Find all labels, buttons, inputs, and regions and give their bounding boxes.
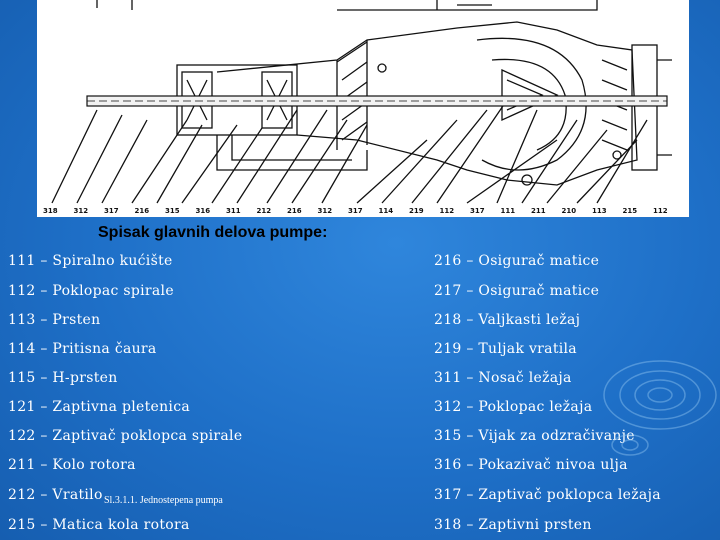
- part-callout-number: 212: [257, 207, 272, 215]
- part-entry: 121 – Zaptivna pletenica: [8, 399, 191, 415]
- ripple-decoration: [603, 360, 717, 456]
- part-callout-number: 219: [409, 207, 424, 215]
- part-callout-number: 112: [653, 207, 668, 215]
- part-entry: 215 – Matica kola rotora: [8, 517, 190, 533]
- parts-list-title: Spisak glavnih delova pumpe:: [98, 224, 328, 241]
- part-entry: 212 – Vratilo: [8, 487, 103, 503]
- part-entry: 217 – Osigurač matice: [434, 283, 600, 299]
- part-callout-number: 311: [226, 207, 241, 215]
- part-entry: 312 – Poklopac ležaja: [434, 399, 593, 415]
- part-entry: 219 – Tuljak vratila: [434, 341, 577, 357]
- part-callout-number: 317: [470, 207, 485, 215]
- part-callout-number: 210: [562, 207, 577, 215]
- part-callout-number: 315: [165, 207, 180, 215]
- figure-caption: Sl.3.1.1. Jednostepena pumpa: [104, 495, 223, 506]
- part-entry: 211 – Kolo rotora: [8, 457, 136, 473]
- part-entry: 218 – Valjkasti ležaj: [434, 312, 581, 328]
- part-entry: 122 – Zaptivač poklopca spirale: [8, 428, 243, 444]
- part-callout-number: 215: [623, 207, 638, 215]
- part-callout-number: 216: [287, 207, 302, 215]
- pump-cross-section-drawing: 318 312 317 216 315 316 311 212 216 312 317 114 219 1…: [37, 0, 689, 217]
- part-entry: 318 – Zaptivni prsten: [434, 517, 592, 533]
- part-entry: 115 – H-prsten: [8, 370, 118, 386]
- part-entry: 316 – Pokazivač nivoa ulja: [434, 457, 628, 473]
- part-callout-number: 317: [104, 207, 119, 215]
- part-entry: 111 – Spiralno kućište: [8, 253, 173, 269]
- part-callout-number: 216: [135, 207, 150, 215]
- part-callout-number: 112: [440, 207, 455, 215]
- part-entry: 112 – Poklopac spirale: [8, 283, 174, 299]
- part-entry: 216 – Osigurač matice: [434, 253, 600, 269]
- part-callout-number: 312: [318, 207, 333, 215]
- part-callout-number: 312: [74, 207, 89, 215]
- part-callout-number: 111: [501, 207, 516, 215]
- part-entry: 315 – Vijak za odzračivanje: [434, 428, 635, 444]
- pump-drawing-svg: 318 312 317 216 315 316 311 212 216 312 317 114 219 1…: [43, 0, 672, 215]
- part-callout-number: 317: [348, 207, 363, 215]
- part-callout-number: 113: [592, 207, 607, 215]
- part-entry: 317 – Zaptivač poklopca ležaja: [434, 487, 661, 503]
- part-entry: 113 – Prsten: [8, 312, 101, 328]
- part-entry: 311 – Nosač ležaja: [434, 370, 572, 386]
- part-callout-number: 211: [531, 207, 546, 215]
- part-callout-number: 316: [196, 207, 211, 215]
- part-entry: 114 – Pritisna čaura: [8, 341, 157, 357]
- part-callout-number: 318: [43, 207, 58, 215]
- part-callout-number: 114: [379, 207, 394, 215]
